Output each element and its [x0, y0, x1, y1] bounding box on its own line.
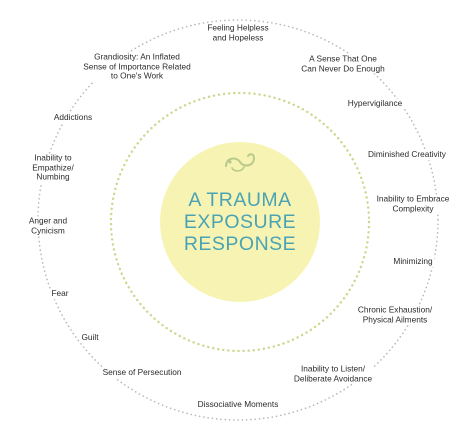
- center-title-line-1: A TRAUMA: [188, 189, 292, 211]
- item-chronic-exhaustion: Chronic Exhaustion/ Physical Ailments: [355, 304, 435, 325]
- center-circle: [160, 142, 320, 302]
- swirl-ornament-icon: [225, 153, 256, 172]
- item-inability-to-listen: Inability to Listen/ Deliberate Avoidanc…: [291, 363, 375, 384]
- item-anger-cynicism: Anger and Cynicism: [26, 215, 70, 236]
- inner-dotted-ring: [109, 91, 371, 353]
- item-embrace-complexity: Inability to Embrace Complexity: [374, 193, 452, 214]
- item-minimizing: Minimizing: [391, 256, 435, 267]
- item-sense-of-persecution: Sense of Persecution: [100, 367, 184, 378]
- item-guilt: Guilt: [79, 332, 101, 343]
- item-inability-to-empathize: Inability to Empathize/ Numbing: [30, 152, 76, 183]
- item-hypervigilance: Hypervigilance: [345, 98, 405, 109]
- item-dissociative-moments: Dissociative Moments: [195, 399, 281, 410]
- center-title-line-3: RESPONSE: [183, 233, 297, 255]
- center-title: A TRAUMA EXPOSURE RESPONSE: [160, 189, 320, 255]
- item-fear: Fear: [49, 288, 71, 299]
- item-never-enough: A Sense That One Can Never Do Enough: [299, 53, 387, 74]
- center-title-line-2: EXPOSURE: [183, 211, 297, 233]
- item-diminished-creativity: Diminished Creativity: [366, 149, 448, 160]
- item-feeling-helpless: Feeling Helpless and Hopeless: [205, 22, 271, 43]
- item-grandiosity: Grandiosity: An Inflated Sense of Import…: [81, 51, 193, 82]
- item-addictions: Addictions: [51, 112, 95, 123]
